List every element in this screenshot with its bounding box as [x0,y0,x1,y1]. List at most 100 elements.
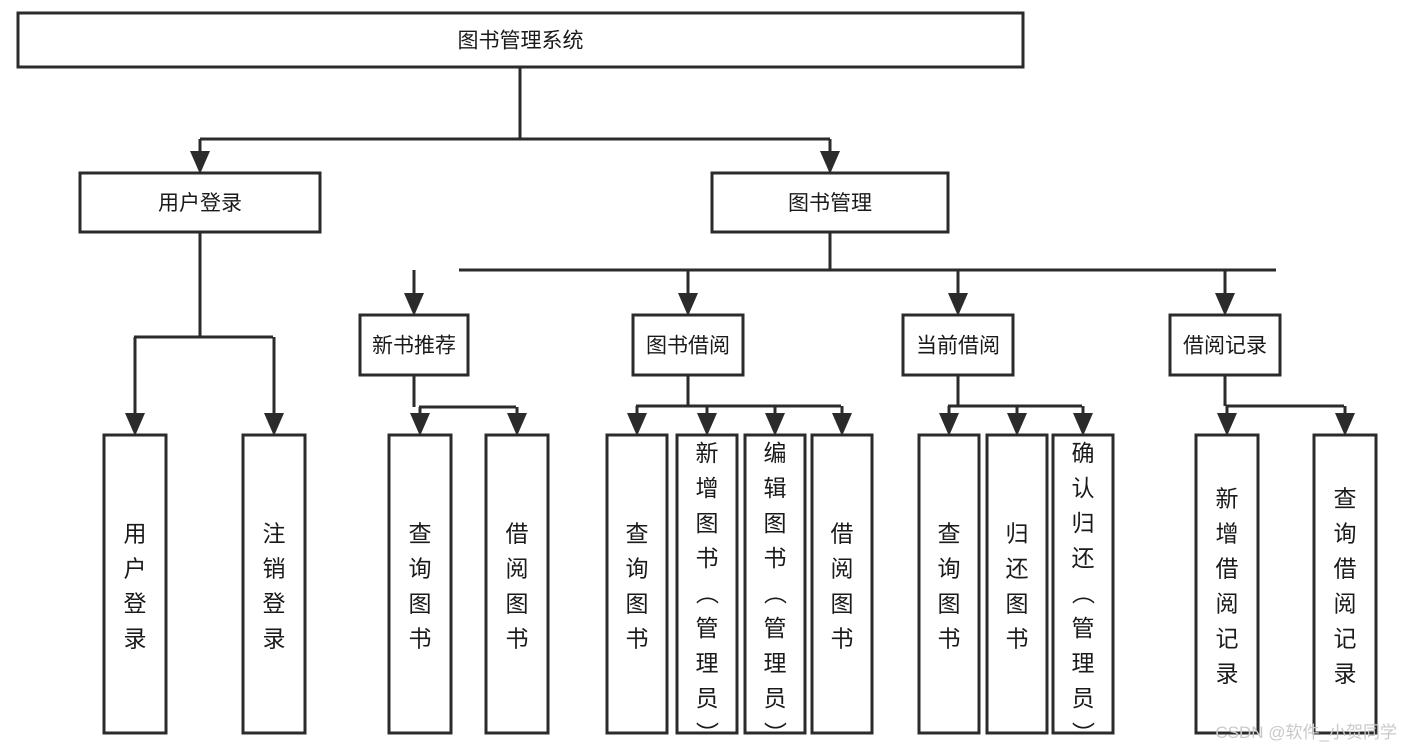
node-label: 当前借阅 [916,335,1000,358]
node-label-char: 图 [938,590,961,616]
node-label-char: 还 [1006,555,1029,581]
node-label-char: （ [1070,582,1096,605]
node-label-char: ） [1070,722,1096,745]
edges-layer [125,67,1355,436]
node-label-char: 查 [938,520,961,546]
node-book-borrow[interactable]: 图书借阅 [631,313,745,377]
node-label: 图书管理 [788,192,872,215]
node-label-char: 新 [696,440,719,466]
node-user-login[interactable]: 用户登录 [78,171,322,234]
node-label-char: 管 [764,615,787,641]
edge-arrow-leaf-6 [697,406,717,436]
edge-arrow-book-management [820,139,840,174]
node-label-char: 图 [831,590,854,616]
nodes-layer: 图书管理系统用户登录图书管理新书推荐图书借阅当前借阅借阅记录用户登录注销登录查询… [16,11,1378,745]
node-label-char: 注 [263,520,286,546]
node-label-char: （ [762,582,788,605]
node-label-char: 销 [263,555,286,581]
node-label-char: 书 [506,625,529,651]
node-label-char: 管 [1072,615,1095,641]
node-label-char: 阅 [1216,590,1239,616]
node-label-char: 询 [938,555,961,581]
node-label-char: 员 [696,685,719,711]
node-label-char: 阅 [506,555,529,581]
node-label-char: ） [762,722,788,745]
node-label-char: 理 [696,650,719,676]
root-bar [200,67,830,141]
node-label-char: 询 [1334,520,1357,546]
borrow-record-bar [1223,375,1344,408]
node-label-char: 户 [124,555,147,581]
edge-arrow-leaf-12 [1217,406,1237,436]
node-label-char: 查 [1334,485,1357,511]
node-label-char: ） [694,722,720,745]
node-label-char: 辑 [764,475,787,501]
node-borrow-record[interactable]: 借阅记录 [1168,313,1282,377]
node-label-char: 增 [696,475,719,501]
node-label-char: 录 [1216,660,1239,686]
node-label-char: 图 [1006,590,1029,616]
node-label-char: 图 [626,590,649,616]
edge-arrow-leaf-13 [1335,406,1355,436]
node-label-char: 书 [831,625,854,651]
node-label-char: 书 [626,625,649,651]
node-label: 图书管理系统 [458,30,584,53]
edge-arrow-leaf-3 [410,407,430,436]
node-new-book-recommend[interactable]: 新书推荐 [358,313,470,377]
node-label-char: 书 [1006,625,1029,651]
node-label-char: 书 [938,625,961,651]
edge-arrow-leaf-1 [125,337,145,436]
edge-arrow-new-book-recommend [404,270,424,316]
node-label-char: 书 [696,545,719,571]
node-label-char: 新 [1216,485,1239,511]
edge-arrow-leaf-5 [627,406,647,436]
node-label-char: 确 [1072,440,1095,466]
node-label-char: 管 [696,615,719,641]
node-root[interactable]: 图书管理系统 [16,11,1025,69]
node-label-char: （ [694,582,720,605]
node-label-char: 借 [1216,555,1239,581]
edge-arrow-leaf-4 [507,407,527,436]
csdn-watermark: CSDN @软件_小贺同学 [1215,723,1397,742]
node-label: 借阅记录 [1183,335,1267,358]
node-book-management[interactable]: 图书管理 [710,171,950,234]
node-label-char: 询 [626,555,649,581]
node-label-char: 查 [626,520,649,546]
node-label-char: 理 [764,650,787,676]
edge-arrow-book-borrow [678,270,698,316]
node-leaf-1[interactable]: 用户登录 [102,433,168,735]
node-label-char: 员 [764,685,787,711]
edge-arrow-user-login [190,139,210,174]
node-label-char: 员 [1072,685,1095,711]
node-label-char: 图 [696,510,719,536]
node-label-char: 阅 [831,555,854,581]
edge-arrow-leaf-2 [264,337,284,436]
node-label-char: 归 [1006,520,1029,546]
node-label-char: 借 [1334,555,1357,581]
node-label-char: 录 [263,625,286,651]
node-label-char: 借 [831,520,854,546]
node-label-char: 编 [764,440,787,466]
node-current-borrow[interactable]: 当前借阅 [901,313,1015,377]
book-management-bar [459,232,1276,272]
node-label-char: 图 [764,510,787,536]
node-label-char: 记 [1334,625,1357,651]
node-label-char: 认 [1072,475,1095,501]
edge-arrow-leaf-8 [832,406,852,436]
node-label-char: 归 [1072,510,1095,536]
node-label: 新书推荐 [372,335,456,358]
